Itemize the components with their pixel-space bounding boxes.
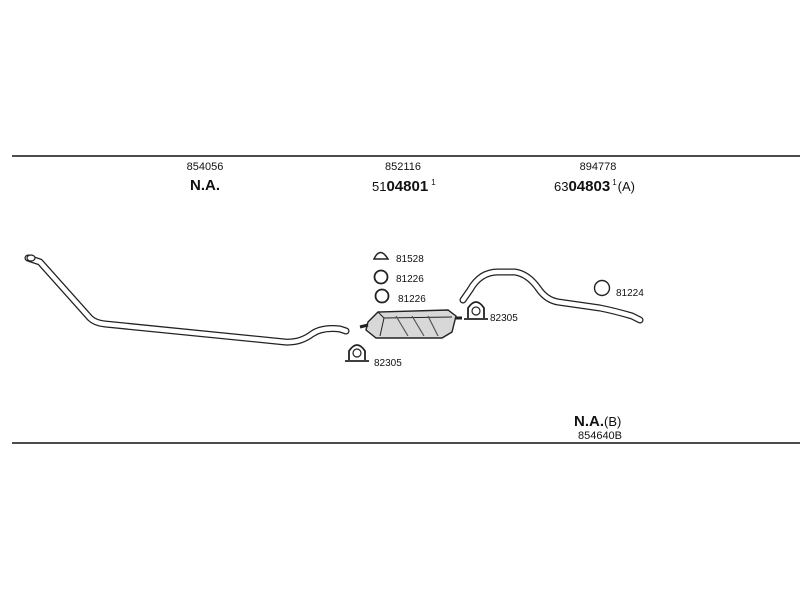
footer-ref-note: (B): [604, 414, 621, 429]
col1-part-number: 854056: [187, 161, 224, 173]
seal-top: 81528: [372, 251, 424, 265]
col2-part-number: 852116: [385, 161, 421, 173]
center-muffler: [359, 309, 462, 339]
ring-right: 81224: [593, 279, 644, 299]
col3-ref-note: (A): [618, 179, 635, 194]
col3-ref-suffix: 1: [612, 178, 617, 187]
clamp-left-label: 82305: [374, 358, 402, 369]
ring-2: 81226: [374, 288, 426, 305]
ring-1-label: 81226: [396, 274, 424, 285]
clamp-right: 82305: [464, 301, 518, 324]
clamp-right-label: 82305: [490, 313, 518, 324]
footer-part-number: 854640B: [578, 430, 622, 442]
front-pipe: [24, 254, 350, 346]
col1-ref-main: N.A.: [190, 177, 220, 194]
clamp-left: 82305: [345, 344, 402, 369]
tail-pipe: [459, 268, 644, 324]
col2-ref-suffix: 1: [431, 178, 436, 187]
col3-part-number: 894778: [580, 161, 617, 173]
ring-1: 81226: [373, 269, 424, 285]
col2-ref-prefix: 51: [372, 179, 386, 194]
col3-ref-prefix: 63: [554, 179, 568, 194]
col2-ref-main: 04801: [386, 178, 428, 195]
seal-top-label: 81528: [396, 254, 424, 265]
footer-ref: N.A.(B): [574, 413, 621, 430]
ring-2-label: 81226: [398, 294, 426, 305]
col3-ref-main: 04803: [568, 178, 610, 195]
ring-right-label: 81224: [616, 288, 644, 299]
footer-ref-main: N.A.: [574, 413, 604, 430]
